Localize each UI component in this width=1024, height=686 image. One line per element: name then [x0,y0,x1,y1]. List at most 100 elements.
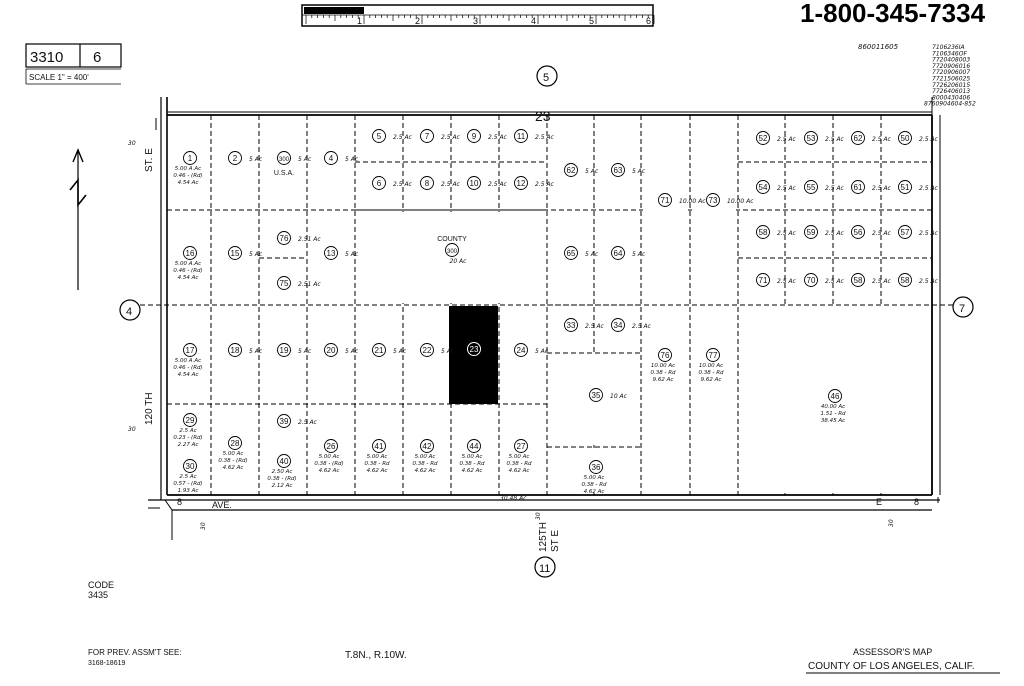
parcel-number-circle [706,348,720,362]
parcel-area: 2.5 Ac [919,230,939,237]
parcel-area: 0.57 - (Rd) [173,481,202,487]
parcel-area: 2.5 Ac [441,134,461,141]
parcel-area: 0.38 - (Rd) [218,458,247,464]
previous-assessment-value: 3168-18619 [88,660,125,667]
parcel-number: 61 [854,183,863,192]
parcel-number-circle [277,414,291,428]
parcel-area: 4.62 Ac [319,468,340,474]
ruler-label-5: 5 [589,16,594,26]
parcel-area: 5.00 Ac [415,454,436,460]
document-code: 7106346OF [932,50,967,57]
parcel-area: 0.38 - (Rd) [314,461,343,467]
parcel-number: 63 [614,166,623,175]
parcel-number: 35 [592,391,601,400]
parcel-area: 2.5 Ac [535,181,555,188]
avenue-acreage: 30.48 Ac [500,495,527,502]
parcel-number: 23 [470,345,479,354]
parcel-number: 51 [901,183,910,192]
parcel-area: 0.46 - (Rd) [173,365,202,371]
parcel-number: 76 [280,234,289,243]
parcel-number: 27 [517,442,526,451]
parcel-area: 5 Ac [298,348,312,355]
parcel-41: 415.00 Ac0.38 - Rd4.62 Ac [364,439,390,474]
parcel-number-circle [898,180,912,194]
parcel-number: 56 [854,228,863,237]
parcel-number-circle [589,388,603,402]
parcel-area: 40.00 Ac [821,404,845,410]
parcel-number-circle [804,131,818,145]
parcel-number: 58 [854,276,863,285]
parcel-area: 4.54 Ac [178,180,199,186]
parcel-area: 10.00 Ac [651,363,675,369]
parcel-area: 2.5 Ac [488,181,508,188]
avenue-e-8-left-prefix: 8 [177,497,182,507]
distance-30-a: 30 [128,140,136,147]
block-south-label: 11 [539,563,550,575]
parcel-number: 39 [280,417,289,426]
parcel-number: 6 [377,179,382,188]
parcel-area: 5.00 Ac [584,475,605,481]
parcel-area: 5 Ac [345,348,359,355]
parcel-number: 53 [807,134,816,143]
parcel-area: 4.54 Ac [178,275,199,281]
document-code: 8000430406 [932,94,970,101]
parcel-number-circle [324,439,338,453]
document-codes: 7106236IA7106346OF7720408003772090601677… [924,44,976,108]
parcel-number: 64 [614,249,623,258]
parcel-number-circle [851,273,865,287]
parcel-number: 57 [901,228,910,237]
parcel-number: 8 [425,179,430,188]
parcel-number: 54 [759,183,768,192]
parcel-number-circle [420,343,434,357]
parcel-number: 36 [592,463,601,472]
page-number: 6 [93,49,101,66]
township-range: T.8N., R.10W. [345,650,407,661]
parcel-26: 265.00 Ac0.38 - (Rd)4.62 Ac [314,439,344,474]
parcel-area: 2.5 Ac [777,185,797,192]
parcel-number: 77 [709,351,718,360]
parcel-number-circle [183,246,197,260]
parcel-number: 22 [423,346,432,355]
parcel-area: 1.51 - Rd [820,411,846,417]
parcel-area: 20 Ac [450,258,468,265]
parcel-area: 10.00 Ac [699,363,723,369]
parcel-number-circle [851,225,865,239]
parcel-area: 38.45 Ac [821,418,845,424]
block-north-label: 5 [543,72,549,84]
parcel-area: 2.5 Ac [632,323,652,330]
parcel-number: 41 [375,442,384,451]
merge-mask [357,212,545,303]
parcel-number-circle [611,246,625,260]
document-code: 7720408003 [932,57,970,64]
distance-30-b: 30 [128,426,136,433]
parcel-number: 17 [186,346,195,355]
parcel-area: 2.51 Ac [298,236,321,243]
avenue-label: AVE. [212,500,232,510]
parcel-number-circle [514,343,528,357]
parcel-number: 5 [377,132,382,141]
parcel-number-circle [851,180,865,194]
parcel-number: 20 [327,346,336,355]
document-code: 7720906016 [932,63,970,70]
